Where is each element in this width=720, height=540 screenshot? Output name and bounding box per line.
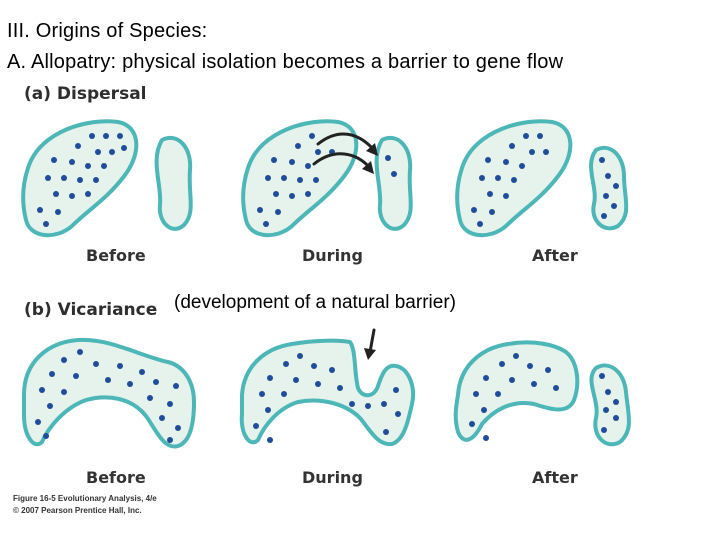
dispersal-before-label: Before [86,246,146,265]
vicariance-after-label: After [532,468,578,487]
vicariance-during-label: During [302,468,363,487]
vicariance-before-label: Before [86,468,146,487]
landmass-shape [24,340,194,447]
vicariance-before-panel [24,340,194,447]
figure-credit: Figure 16-5 Evolutionary Analysis, 4/e [13,494,157,503]
island-shape [157,138,191,229]
barrier-arrow [364,330,376,360]
dispersal-before-panel [23,121,191,235]
landmass-shape [242,341,413,444]
island-shape [591,148,626,228]
dispersal-during-panel [243,121,411,235]
island-shape [377,138,411,229]
vicariance-after-panel [456,342,629,444]
vicariance-during-panel [242,330,413,444]
dispersal-after-panel [457,121,626,235]
dispersal-during-label: During [302,246,363,265]
copyright-notice: © 2007 Pearson Prentice Hall, Inc. [13,506,142,515]
dispersal-after-label: After [532,246,578,265]
island-shape [591,365,629,444]
